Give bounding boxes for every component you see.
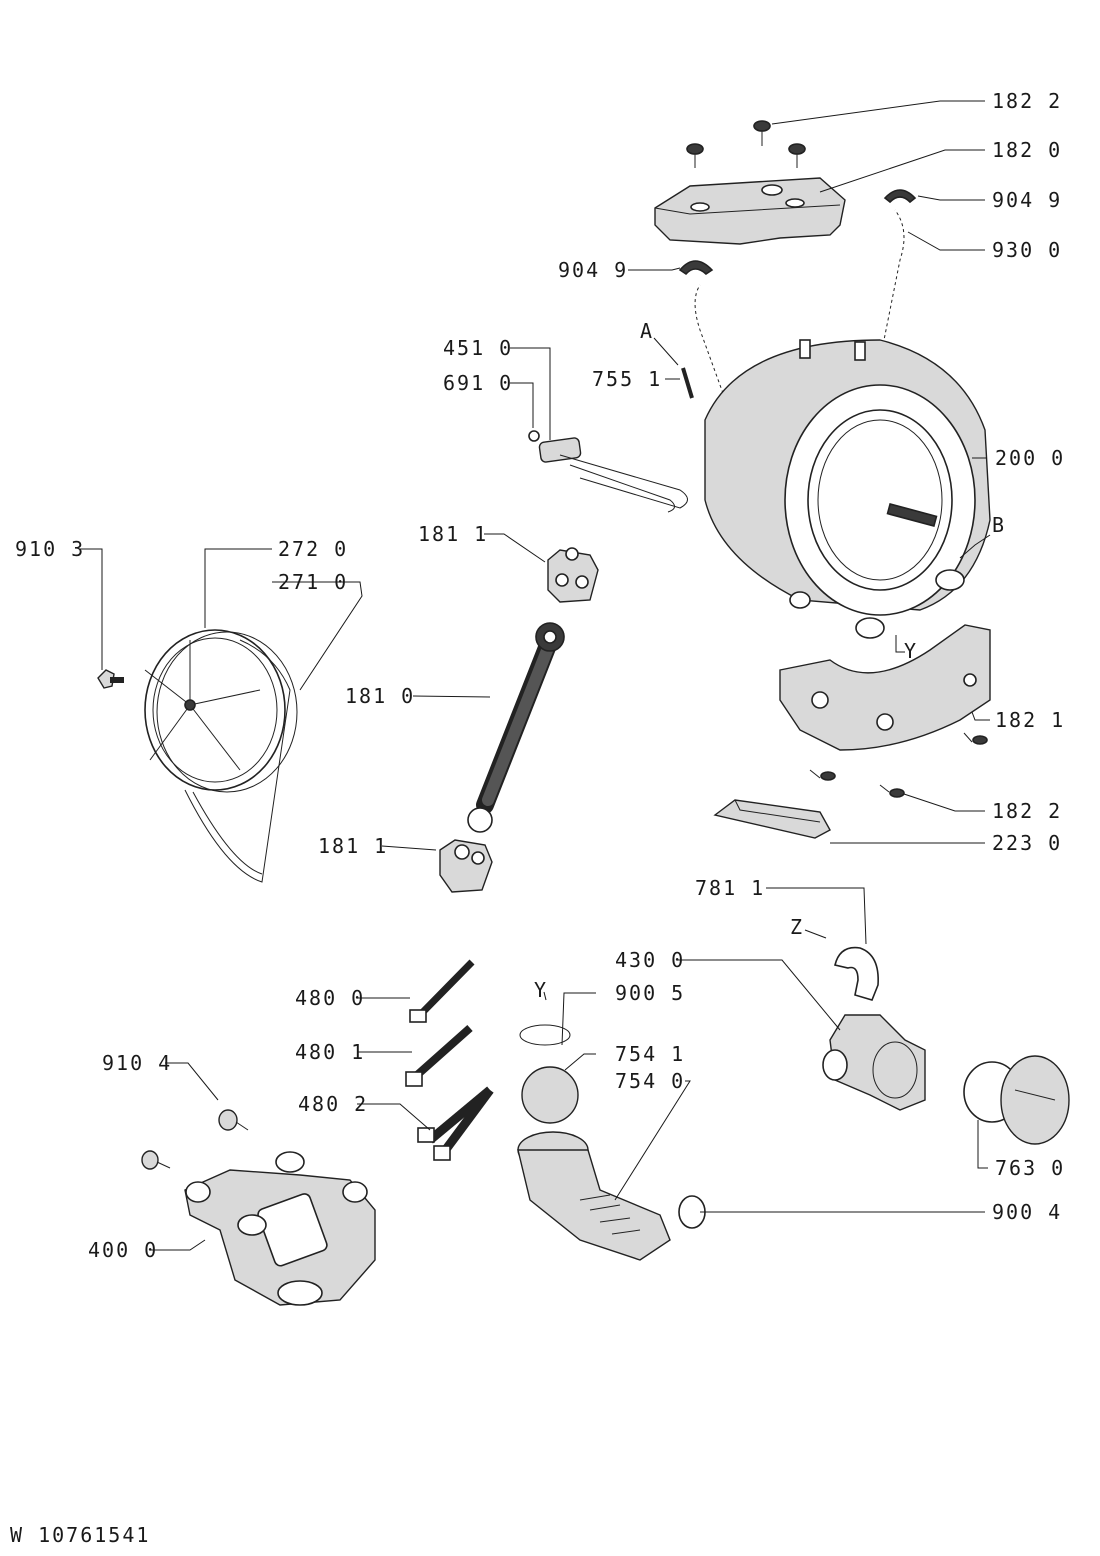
leader-lines bbox=[80, 100, 991, 1251]
clamp-904-9-left bbox=[678, 260, 714, 276]
sump-754-0 bbox=[517, 1131, 671, 1261]
screw-182-2-top bbox=[686, 120, 806, 168]
label-754-0: 754 0 bbox=[615, 1069, 685, 1093]
label-763-0: 763 0 bbox=[995, 1156, 1065, 1180]
damper-181-0 bbox=[467, 622, 565, 833]
pin-755-1 bbox=[681, 367, 694, 399]
bolt-910-3 bbox=[97, 669, 124, 689]
screw-182-2-bottom bbox=[809, 732, 988, 798]
label-480-2: 480 2 bbox=[298, 1092, 368, 1116]
label-910-3: 910 3 bbox=[15, 537, 85, 561]
label-A: A bbox=[640, 319, 654, 343]
label-755-1: 755 1 bbox=[592, 367, 662, 391]
damper-bracket-181-1-bottom bbox=[439, 839, 493, 893]
label-781-1: 781 1 bbox=[695, 876, 765, 900]
counterweight-bottom-182-1 bbox=[779, 624, 991, 751]
label-181-0: 181 0 bbox=[345, 684, 415, 708]
heater-451-0 bbox=[528, 430, 688, 513]
label-904-9-left: 904 9 bbox=[558, 258, 628, 282]
label-181-1-bottom: 181 1 bbox=[318, 834, 388, 858]
label-904-9-right: 904 9 bbox=[992, 188, 1062, 212]
label-400-0: 400 0 bbox=[88, 1238, 158, 1262]
label-200-0: 200 0 bbox=[995, 446, 1065, 470]
label-930-0: 930 0 bbox=[992, 238, 1062, 262]
label-451-0: 451 0 bbox=[443, 336, 513, 360]
pump-430-0 bbox=[822, 1014, 926, 1111]
label-Y-tub: Y bbox=[904, 639, 918, 663]
ball-754-1 bbox=[521, 1066, 579, 1124]
label-480-0: 480 0 bbox=[295, 986, 365, 1010]
foot-480-1 bbox=[405, 1025, 473, 1087]
motor-400-0 bbox=[184, 1151, 376, 1306]
screw-910-4 bbox=[141, 1109, 249, 1170]
clamp-904-9-right bbox=[883, 189, 917, 204]
belt-271-0 bbox=[184, 639, 291, 883]
label-182-2-top: 182 2 bbox=[992, 89, 1062, 113]
label-272-0: 272 0 bbox=[278, 537, 348, 561]
label-910-4: 910 4 bbox=[102, 1051, 172, 1075]
seal-900-5 bbox=[519, 1024, 571, 1046]
label-223-0: 223 0 bbox=[992, 831, 1062, 855]
label-271-0: 271 0 bbox=[278, 570, 348, 594]
pulley-272-0 bbox=[144, 629, 298, 793]
counterweight-top-182-0 bbox=[654, 177, 846, 245]
label-Z: Z bbox=[790, 915, 804, 939]
label-182-0: 182 0 bbox=[992, 138, 1062, 162]
part-223-0 bbox=[713, 799, 831, 839]
label-182-2-bottom: 182 2 bbox=[992, 799, 1062, 823]
label-480-1: 480 1 bbox=[295, 1040, 365, 1064]
label-754-1: 754 1 bbox=[615, 1042, 685, 1066]
damper-bracket-181-1-top bbox=[547, 547, 599, 603]
label-430-0: 430 0 bbox=[615, 948, 685, 972]
label-181-1-top: 181 1 bbox=[418, 522, 488, 546]
label-900-5: 900 5 bbox=[615, 981, 685, 1005]
foot-480-2 bbox=[417, 1086, 494, 1161]
foot-480-0 bbox=[409, 959, 475, 1023]
label-691-0: 691 0 bbox=[443, 371, 513, 395]
bend-781-1 bbox=[834, 946, 879, 1001]
tub-200-0 bbox=[704, 339, 991, 639]
filter-763-0 bbox=[963, 1055, 1070, 1145]
label-B: B bbox=[992, 513, 1006, 537]
drawing-code: W 10761541 bbox=[10, 1523, 150, 1547]
hose-930-0 bbox=[689, 206, 910, 442]
label-900-4: 900 4 bbox=[992, 1200, 1062, 1224]
label-Y-valve: Y bbox=[534, 978, 548, 1002]
label-182-1: 182 1 bbox=[995, 708, 1065, 732]
